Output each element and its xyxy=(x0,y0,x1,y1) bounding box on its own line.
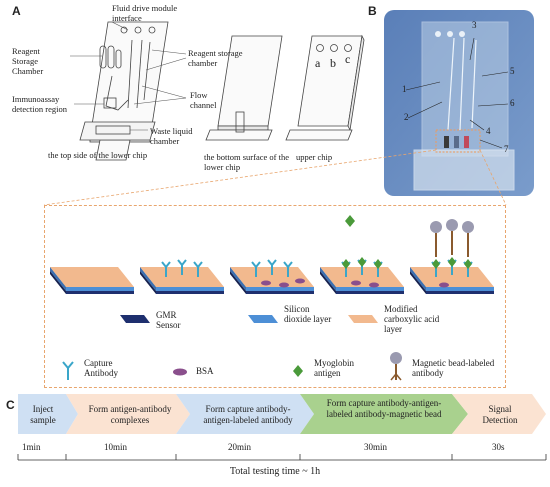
legend-swatches-row1 xyxy=(120,315,378,323)
step-arrow-1 xyxy=(18,394,78,434)
legend-bsa-label: BSA xyxy=(196,366,214,376)
legend-capture-swatch xyxy=(62,361,74,380)
legend-carboxylic-label: Modified carboxylic acid layer xyxy=(384,304,440,334)
step-time-5: 30s xyxy=(492,442,505,452)
label-flow-channel: Flow channel xyxy=(190,90,217,110)
legend-carboxylic-swatch xyxy=(348,315,378,323)
legend-antigen-swatch xyxy=(293,365,303,377)
chip-number-3: 3 xyxy=(472,20,477,30)
chip-number-7: 7 xyxy=(504,144,509,154)
panel-letter-c: C xyxy=(6,398,15,412)
label-reagent-chamber-left: Reagent Storage Chamber xyxy=(12,46,44,76)
process-box xyxy=(44,205,506,388)
process-stages xyxy=(50,215,494,294)
step-label-4: Form capture antibody-antigen-labeled an… xyxy=(326,398,442,419)
caption-bottom-surface: the bottom surface of the lower chip xyxy=(204,152,289,172)
stage-5 xyxy=(410,219,494,294)
legend-silicon-label: Silicon dioxide layer xyxy=(284,304,332,324)
label-hole-b: b xyxy=(330,56,336,70)
label-reagent-chamber-right: Reagent storage chamber xyxy=(188,48,243,68)
timeline-graphic xyxy=(17,394,547,461)
chip-number-5: 5 xyxy=(510,66,515,76)
step-label-1: Inject sample xyxy=(30,404,56,425)
step-arrow-2 xyxy=(66,394,190,434)
step-time-1: 1min xyxy=(22,442,41,452)
caption-top-side: the top side of the lower chip xyxy=(48,150,148,160)
label-fluid-drive: Fluid drive module interface xyxy=(112,3,178,23)
legend-myoglobin-label: Myoglobin antigen xyxy=(314,358,355,378)
label-immunoassay-region: Immunoassay detection region xyxy=(12,94,67,114)
step-label-2: Form antigen-antibody complexes xyxy=(88,404,172,425)
legend-magnetic-swatch xyxy=(390,352,402,381)
label-hole-c: c xyxy=(345,52,351,66)
caption-upper-chip: upper chip xyxy=(296,152,333,162)
step-arrow-5 xyxy=(452,394,546,434)
lower-chip-top-drawing xyxy=(79,21,169,161)
legend-magnetic-label: Magnetic bead-labeled antibody xyxy=(412,358,495,378)
lower-chip-bottom-drawing xyxy=(205,35,283,141)
step-arrow-3 xyxy=(176,394,314,434)
panel-letter-a: A xyxy=(12,4,21,18)
panel-letter-b: B xyxy=(368,4,377,18)
step-time-2: 10min xyxy=(104,442,128,452)
step-time-4: 30min xyxy=(364,442,388,452)
legend-capture-label: Capture Antibody xyxy=(84,358,119,378)
zoom-guides xyxy=(43,149,507,206)
legend-swatches-row2 xyxy=(62,352,402,381)
legend-gmr-swatch xyxy=(120,315,150,323)
legend-gmr-label: GMR Sensor xyxy=(156,310,181,330)
chip-number-2: 2 xyxy=(404,112,409,122)
legend-bsa-swatch xyxy=(173,368,187,376)
stage-3 xyxy=(230,259,314,294)
chip-drawings xyxy=(70,21,365,161)
label-hole-a: a xyxy=(315,56,321,70)
step-label-5: Signal Detection xyxy=(482,404,518,425)
upper-chip-drawing xyxy=(285,34,365,141)
step-time-3: 20min xyxy=(228,442,252,452)
step-label-3: Form capture antibody-antigen-labeled an… xyxy=(203,404,293,425)
legend-silicon-swatch xyxy=(248,315,278,323)
chip-number-4: 4 xyxy=(486,126,491,136)
chip-number-1: 1 xyxy=(402,84,407,94)
stage-1 xyxy=(50,267,134,294)
step-arrow-4 xyxy=(300,394,468,434)
timeline-bracket xyxy=(17,454,547,461)
stage-2 xyxy=(140,259,224,294)
label-waste-chamber: Waste liquid chamber xyxy=(150,126,193,146)
chip-number-6: 6 xyxy=(510,98,515,108)
stage-4 xyxy=(320,215,404,294)
chip-photo xyxy=(384,10,534,196)
total-testing-time: Total testing time ~ 1h xyxy=(229,466,321,477)
